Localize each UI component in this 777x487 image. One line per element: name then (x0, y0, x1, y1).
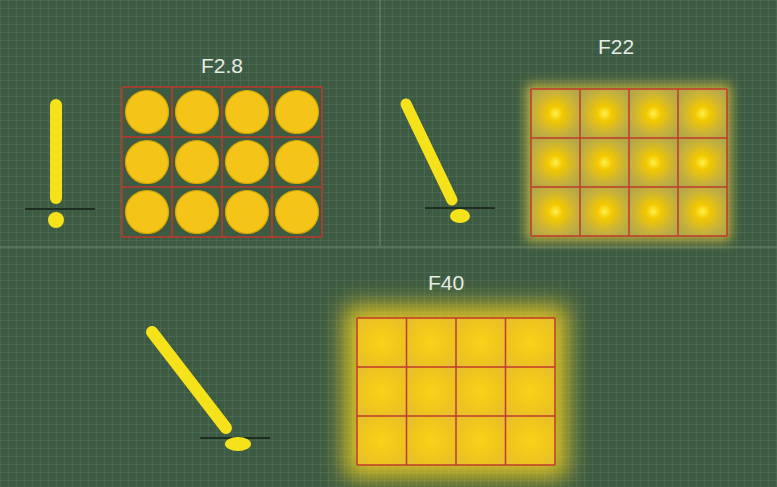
grid-line (531, 186, 727, 188)
soft-dots (531, 89, 727, 236)
grid-line (357, 317, 555, 319)
soft-dot (531, 187, 580, 236)
blurred-dot (357, 367, 407, 416)
sharp-dot (126, 91, 169, 134)
sharp-dot (126, 141, 169, 184)
grid-line (122, 136, 322, 138)
aperture-label: F2.8 (201, 55, 243, 76)
soft-dot (629, 138, 678, 187)
soft-dot (629, 89, 678, 138)
soft-dot (678, 138, 727, 187)
blurred-dot (407, 367, 457, 416)
panel-f22 (406, 84, 731, 241)
grid-line (726, 89, 728, 236)
grid-line (505, 318, 507, 465)
panel-f40 (152, 306, 567, 478)
panel-f2-8 (25, 87, 322, 237)
soft-dot (580, 187, 629, 236)
sharp-dot (126, 191, 169, 234)
grid-line (357, 366, 555, 368)
grid-line (122, 186, 322, 188)
blurred-dot (506, 367, 556, 416)
soft-dot (629, 187, 678, 236)
sharp-dot (176, 191, 219, 234)
pixel-grid (122, 87, 322, 237)
grid-line (171, 87, 173, 237)
panel-dividers (0, 0, 777, 247)
blurred-dot (506, 416, 556, 465)
sharp-dot (176, 91, 219, 134)
sharp-dot (276, 191, 319, 234)
soft-dot (678, 187, 727, 236)
soft-dot (580, 89, 629, 138)
sharp-dot (276, 141, 319, 184)
blurred-dot (357, 318, 407, 367)
grid-line (531, 88, 727, 90)
grid-line (321, 87, 323, 237)
sharp-dot (226, 141, 269, 184)
grid-line (357, 415, 555, 417)
sharp-dot (276, 91, 319, 134)
grid-line (579, 89, 581, 236)
blurred-dot (456, 416, 506, 465)
grid-line (530, 89, 532, 236)
blurred-dot (407, 318, 457, 367)
aperture-label: F22 (598, 36, 634, 57)
grid-line (531, 137, 727, 139)
aperture-label: F40 (428, 272, 464, 293)
sharp-dot (176, 141, 219, 184)
sharp-dot (226, 91, 269, 134)
grid-line (455, 318, 457, 465)
grid-line (122, 86, 322, 88)
blurred-dot (456, 318, 506, 367)
grid-line (221, 87, 223, 237)
grid-line (406, 318, 408, 465)
blurred-dots (357, 318, 555, 465)
grid-line (356, 318, 358, 465)
grid-line (271, 87, 273, 237)
grid-line (554, 318, 556, 465)
sharp-dot (226, 191, 269, 234)
blurred-dot (407, 416, 457, 465)
blurred-dot (506, 318, 556, 367)
grid-line (122, 236, 322, 238)
soft-dot (531, 138, 580, 187)
soft-dot (531, 89, 580, 138)
pixel-grid (531, 89, 727, 236)
grid-line (531, 235, 727, 237)
blurred-dot (456, 367, 506, 416)
soft-dot (580, 138, 629, 187)
blurred-dot (357, 416, 407, 465)
pixel-grid (357, 318, 555, 465)
grid-line (628, 89, 630, 236)
grid-line (677, 89, 679, 236)
soft-dot (678, 89, 727, 138)
grid-line (357, 464, 555, 466)
grid-line (121, 87, 123, 237)
